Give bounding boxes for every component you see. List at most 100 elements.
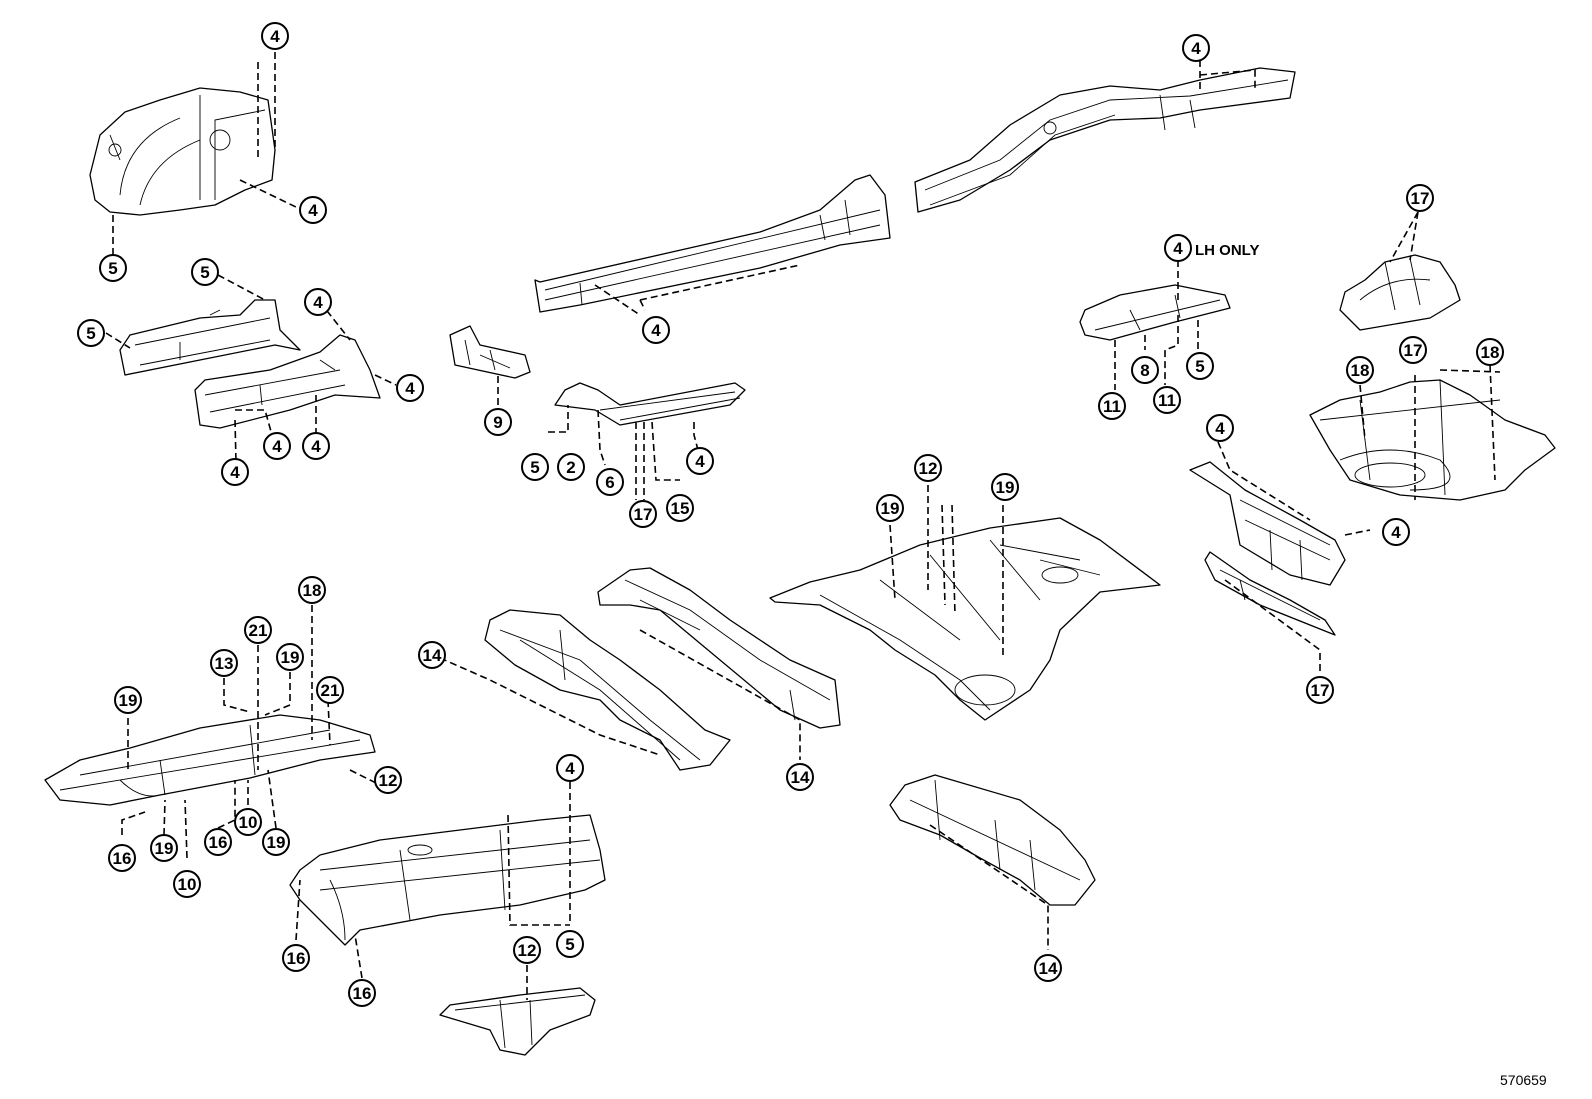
svg-text:5: 5 — [565, 935, 574, 954]
part-floor-brace — [439, 987, 596, 1056]
part-rear-floor-side-member — [914, 67, 1296, 213]
svg-text:19: 19 — [996, 478, 1015, 497]
svg-text:4: 4 — [1391, 523, 1401, 542]
svg-text:15: 15 — [671, 499, 690, 518]
callout: 13 — [210, 649, 238, 677]
part-rear-floor-pan — [1309, 379, 1556, 501]
callout: 10 — [173, 870, 201, 898]
svg-text:17: 17 — [634, 505, 653, 524]
svg-text:17: 17 — [1311, 681, 1330, 700]
svg-text:8: 8 — [1140, 361, 1149, 380]
callout: 16 — [282, 944, 310, 972]
svg-text:21: 21 — [321, 681, 340, 700]
callout: 16 — [204, 828, 232, 856]
callout: 4 — [686, 447, 714, 475]
callout: 19 — [876, 494, 904, 522]
svg-text:16: 16 — [353, 984, 372, 1003]
callout: 21 — [244, 616, 272, 644]
svg-text:9: 9 — [493, 413, 502, 432]
callout: 10 — [234, 808, 262, 836]
svg-text:4: 4 — [405, 379, 415, 398]
callout: 4 — [1182, 34, 1210, 62]
part-main-floor-panel — [769, 517, 1161, 721]
callout: 19 — [262, 828, 290, 856]
callout: 12 — [374, 766, 402, 794]
callout: 19 — [991, 473, 1019, 501]
svg-text:17: 17 — [1404, 341, 1423, 360]
callout: 5 — [77, 319, 105, 347]
svg-text:19: 19 — [281, 648, 300, 667]
callout: 18 — [298, 576, 326, 604]
svg-text:12: 12 — [919, 459, 938, 478]
callout: 17 — [629, 500, 657, 528]
svg-text:2: 2 — [566, 458, 575, 477]
svg-text:17: 17 — [1411, 189, 1430, 208]
part-rear-suspension-member — [889, 774, 1096, 906]
callout: 18 — [1476, 338, 1504, 366]
callout: 4 — [302, 432, 330, 460]
svg-text:4: 4 — [565, 759, 575, 778]
svg-text:4: 4 — [651, 321, 661, 340]
callout: 17 — [1399, 336, 1427, 364]
svg-text:5: 5 — [530, 458, 539, 477]
callout: 5 — [1186, 352, 1214, 380]
svg-text:4: 4 — [272, 437, 282, 456]
callout: 12 — [513, 936, 541, 964]
callout: 6 — [596, 468, 624, 496]
svg-text:4: 4 — [1215, 419, 1225, 438]
svg-text:4: 4 — [230, 463, 240, 482]
callout: 17 — [1306, 676, 1334, 704]
svg-text:5: 5 — [86, 324, 95, 343]
svg-text:5: 5 — [200, 263, 209, 282]
svg-text:11: 11 — [1158, 391, 1176, 410]
svg-text:19: 19 — [119, 691, 138, 710]
svg-text:14: 14 — [1039, 959, 1058, 978]
callout: 9 — [484, 408, 512, 436]
svg-text:4: 4 — [1191, 39, 1201, 58]
callout: 19 — [114, 686, 142, 714]
svg-text:4: 4 — [270, 27, 280, 46]
callout: 4 — [1382, 518, 1410, 546]
svg-text:4: 4 — [313, 293, 323, 312]
svg-text:14: 14 — [791, 768, 810, 787]
callout: 17 — [1406, 184, 1434, 212]
callouts: 4 4 5 5 5 4 4 4 4 4 4 4 4 9 5 2 6 17 15 … — [77, 22, 1504, 1007]
svg-text:4: 4 — [311, 437, 321, 456]
callout: 4 — [263, 432, 291, 460]
callout: 4 — [261, 22, 289, 50]
part-rear-crossmember-lower — [1204, 551, 1336, 636]
part-rear-crossmember — [1189, 461, 1346, 586]
callout: 19 — [150, 834, 178, 862]
callout: 4 — [396, 374, 424, 402]
callout: 4 — [299, 196, 327, 224]
leader-lines — [105, 52, 1501, 1000]
callout: 14 — [786, 763, 814, 791]
part-front-side-member-upper — [119, 299, 301, 376]
part-front-wheel-apron — [89, 87, 276, 216]
part-floor-side-panel — [484, 609, 731, 771]
svg-text:11: 11 — [1103, 397, 1121, 416]
svg-text:18: 18 — [1481, 343, 1500, 362]
svg-text:16: 16 — [113, 849, 132, 868]
callout: 12 — [914, 454, 942, 482]
part-floor-side-member — [597, 567, 841, 729]
callout: 19 — [276, 643, 304, 671]
svg-text:19: 19 — [155, 839, 174, 858]
svg-text:12: 12 — [379, 771, 398, 790]
svg-text:4: 4 — [695, 452, 705, 471]
part-front-side-member-lower — [194, 334, 381, 429]
callout: 4 — [221, 458, 249, 486]
svg-text:19: 19 — [267, 833, 286, 852]
svg-text:13: 13 — [215, 654, 234, 673]
svg-text:16: 16 — [287, 949, 306, 968]
callout: 8 — [1131, 356, 1159, 384]
callout: 18 — [1346, 356, 1374, 384]
svg-text:4: 4 — [308, 201, 318, 220]
callout: 5 — [191, 258, 219, 286]
callout: 5 — [521, 453, 549, 481]
callout: 14 — [1034, 954, 1062, 982]
svg-text:5: 5 — [108, 259, 117, 278]
callout: 16 — [348, 979, 376, 1007]
part-center-brace — [1079, 284, 1231, 341]
